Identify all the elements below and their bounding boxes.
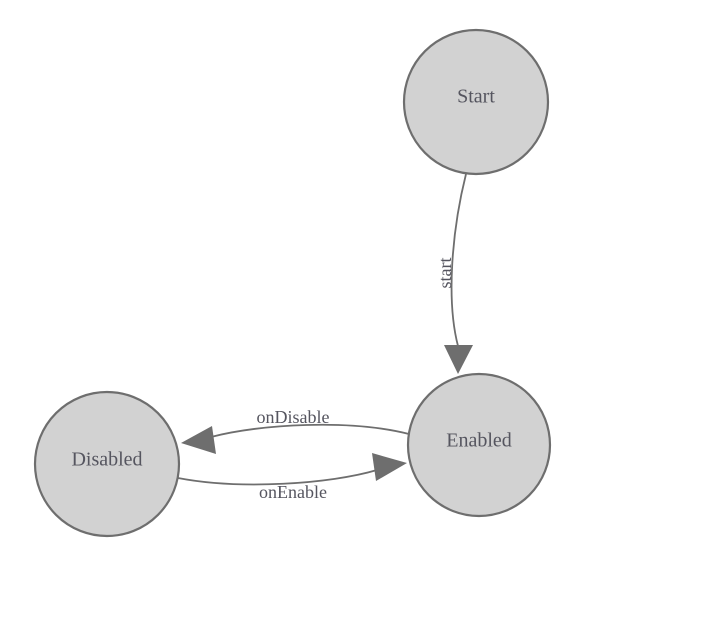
transition-enabled-to-disabled-arrowhead bbox=[181, 426, 216, 454]
state-node-disabled[interactable]: Disabled bbox=[33, 390, 181, 538]
state-node-enabled-label: Enabled bbox=[446, 430, 512, 452]
state-node-start-circle bbox=[402, 28, 550, 176]
transition-enabled-to-disabled[interactable]: onDisable bbox=[181, 407, 410, 454]
state-node-disabled-label: Disabled bbox=[71, 449, 142, 471]
transition-start-to-enabled[interactable]: start bbox=[435, 173, 473, 374]
transition-disabled-to-enabled-label: onEnable bbox=[259, 482, 327, 502]
transition-disabled-to-enabled-path bbox=[177, 469, 378, 486]
transition-start-to-enabled-path bbox=[450, 173, 467, 347]
transition-start-to-enabled-arrowhead bbox=[444, 345, 473, 374]
transition-enabled-to-disabled-label: onDisable bbox=[257, 407, 330, 427]
state-node-start[interactable]: Start bbox=[402, 28, 550, 176]
transition-enabled-to-disabled-path bbox=[210, 423, 410, 438]
transition-start-to-enabled-label: start bbox=[435, 258, 455, 289]
state-node-disabled-circle bbox=[33, 390, 181, 538]
state-node-enabled[interactable]: Enabled bbox=[406, 372, 552, 518]
state-node-enabled-circle bbox=[406, 372, 552, 518]
transition-disabled-to-enabled[interactable]: onEnable bbox=[177, 453, 407, 502]
transition-disabled-to-enabled-arrowhead bbox=[372, 453, 407, 481]
state-node-start-label: Start bbox=[457, 86, 495, 108]
